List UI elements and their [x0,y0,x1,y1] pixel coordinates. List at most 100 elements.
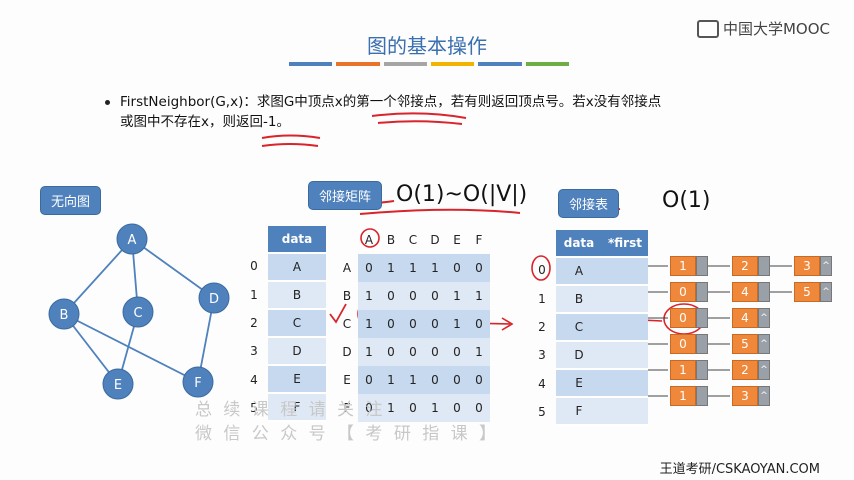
matrix-col-header: D [430,233,440,247]
matrix-cell: 1 [402,254,424,282]
circle-matrix-a [360,228,380,248]
description-line-1: FirstNeighbor(G,x)：求图G中顶点x的第一个邻接点，若有则返回顶… [105,92,795,112]
graph-vertex-label: C [133,306,142,321]
list-first-cell [602,341,648,370]
matrix-cell: 0 [402,310,424,338]
matrix-cell: 0 [358,366,380,394]
list-node: 5^ [794,282,832,302]
mooc-logo-text: 中国大学MOOC [722,20,830,38]
matrix-data-cell: D [268,337,326,366]
check-mark [329,303,347,324]
matrix-col-header: F [475,233,483,247]
matrix-cell: 0 [424,282,446,310]
list-first-cell [602,369,648,398]
matrix-cell: 0 [358,394,380,422]
list-node-pointer [696,308,708,328]
matrix-data-cell: A [268,253,326,282]
list-first-cell [602,257,648,286]
matrix-cell: 1 [358,282,380,310]
matrix-cell: 0 [468,394,490,422]
description-line-2: 或图中不存在x，则返回-1。 [120,114,290,130]
underline-complexity [359,208,521,215]
list-data-header: data [556,230,602,258]
list-node-value: 5 [732,334,758,354]
matrix-row-header: E [343,373,351,387]
matrix-col-header: B [386,233,396,247]
matrix-cell: 1 [424,254,446,282]
matrix-cell: 0 [424,338,446,366]
list-node-pointer: ^ [820,256,832,276]
matrix-cell: 0 [358,254,380,282]
list-label: 邻接表 [558,189,620,218]
matrix-cell: 1 [402,366,424,394]
matrix-row-header: A [342,261,352,275]
underline-first-neighbor-2 [377,120,463,125]
colorbar-segment-5 [525,62,569,66]
matrix-cell: 0 [424,310,446,338]
list-node-pointer [696,386,708,406]
list-node-value: 3 [794,256,820,276]
matrix-index: 3 [250,344,258,359]
graph-vertex-label: B [60,308,69,323]
matrix-cell: 1 [468,282,490,310]
graph-label: 无向图 [40,186,102,215]
data-header: data [268,226,326,254]
matrix-row-header: F [343,401,351,415]
list-row: C [556,313,648,342]
list-node: 0 [670,308,708,328]
matrix-data-cell: F [268,393,326,422]
graph-vertex-A [116,223,148,255]
list-vertex-cell: E [556,369,602,398]
list-node: 2 [732,256,770,276]
matrix-index: 4 [250,372,258,387]
list-node-pointer [758,256,770,276]
graph-vertex-D [198,282,230,314]
graph-vertex-B [48,298,80,330]
mooc-logo-icon [696,19,719,38]
watermark-line-1: 总 续 课 程 请 关 注 [195,400,386,420]
list-node-pointer [758,282,770,302]
colorbar-segment-2 [383,62,427,66]
matrix-index: 2 [250,315,258,330]
list-node-value: 2 [732,256,758,276]
list-row: D [556,341,648,370]
list-node-value: 0 [670,334,696,354]
matrix-index: 0 [250,259,258,274]
matrix-cell: 1 [424,394,446,422]
graph-vertex-label: E [114,378,122,393]
title-colorbar [289,62,569,66]
matrix-data-cell: B [268,281,326,310]
matrix-col-header: A [364,233,374,247]
list-node-value: 0 [670,308,696,328]
list-index: 5 [538,404,546,419]
list-node-pointer: ^ [758,360,770,380]
list-row: A [556,257,648,286]
colorbar-segment-1 [336,62,380,66]
list-node-pointer [696,256,708,276]
list-row: B [556,285,648,314]
list-complexity: O(1) [662,188,711,213]
list-node-value: 5 [794,282,820,302]
list-node-pointer: ^ [820,282,832,302]
list-index: 4 [538,376,546,391]
matrix-cell: 0 [380,338,402,366]
matrix-cell: 1 [380,254,402,282]
graph-edge-AD [131,238,215,299]
underline-first-neighbor [371,112,467,119]
matrix-cell: 0 [468,254,490,282]
list-node-pointer [696,334,708,354]
list-node: 1 [670,360,708,380]
list-node: 5^ [732,334,770,354]
matrix-index: 1 [250,287,258,302]
list-index: 2 [538,319,546,334]
list-node: 3^ [794,256,832,276]
